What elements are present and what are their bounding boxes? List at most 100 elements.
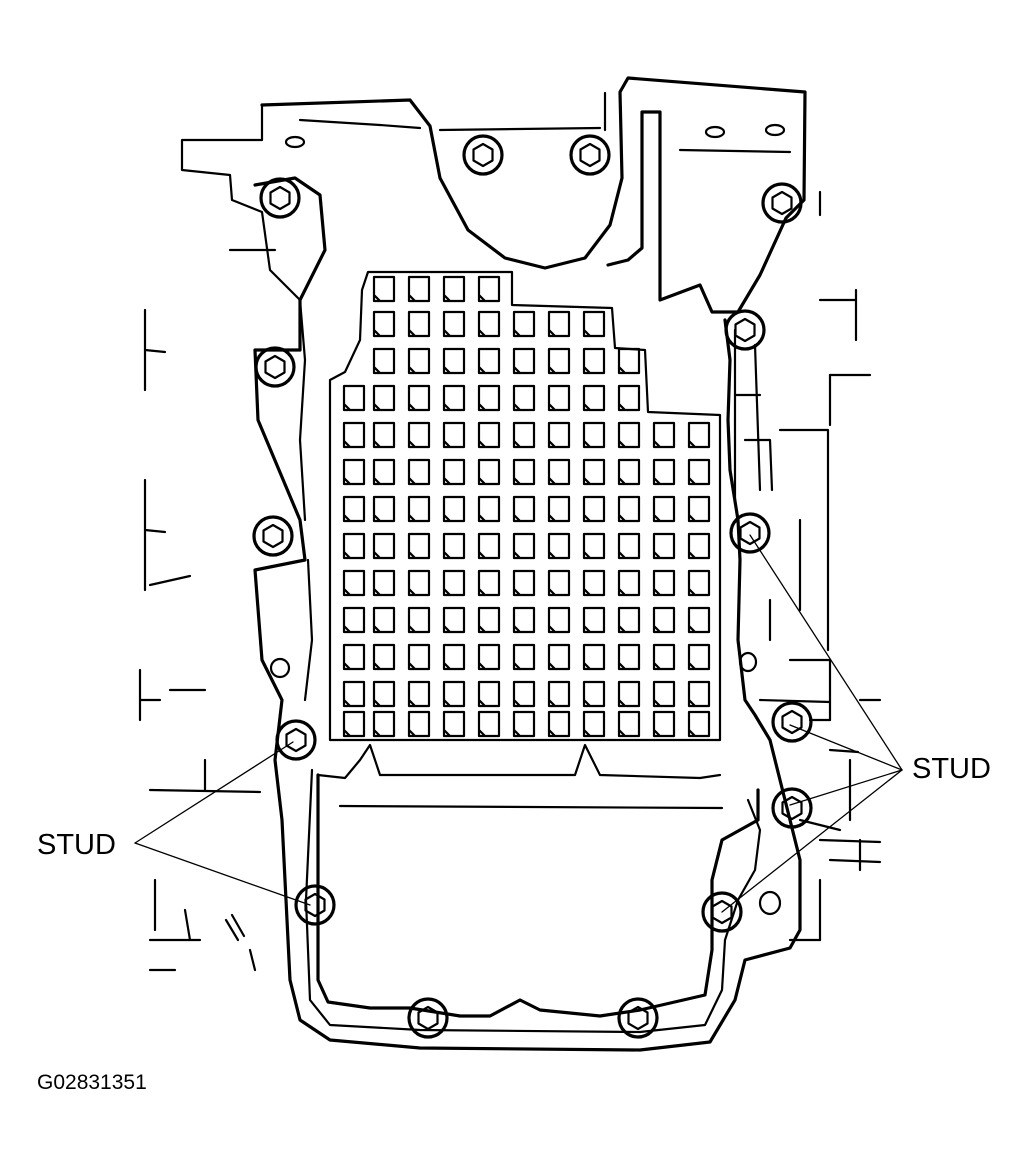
screen-cell [652, 680, 676, 708]
screen-cell [582, 606, 606, 634]
screen-cell [512, 310, 536, 338]
screen-cell [582, 310, 606, 338]
screen-cell [582, 643, 606, 671]
screen-cell [582, 532, 606, 560]
screen-cell [512, 347, 536, 375]
screen-cell [342, 710, 366, 738]
screen-cell [617, 458, 641, 486]
screen-cell [582, 421, 606, 449]
bolt [724, 309, 766, 351]
screen-cell [652, 421, 676, 449]
screen-cell [547, 710, 571, 738]
screen-cell [342, 421, 366, 449]
screen-cell [547, 495, 571, 523]
screen-cell [617, 384, 641, 412]
bolt [254, 346, 296, 388]
screen-cell [477, 310, 501, 338]
screen-cell [652, 532, 676, 560]
screen-cell [442, 710, 466, 738]
screen-cell [617, 680, 641, 708]
screen-cell [407, 532, 431, 560]
screen-cell [617, 347, 641, 375]
screen-cell [512, 384, 536, 412]
stud-leader-lines [134, 534, 903, 913]
screen-cell [372, 606, 396, 634]
screen-cell [547, 532, 571, 560]
screen-cell [582, 495, 606, 523]
screen-cell [547, 458, 571, 486]
screen-cell [407, 458, 431, 486]
screen-cell [342, 680, 366, 708]
screen-cell [477, 275, 501, 303]
sump-bowl [316, 743, 760, 1018]
screen-cell [407, 495, 431, 523]
screen-cell [442, 643, 466, 671]
screen-cell [512, 710, 536, 738]
screen-cell [652, 495, 676, 523]
screen-cell [477, 606, 501, 634]
screen-cell [687, 532, 711, 560]
figure-code: G02831351 [37, 1071, 147, 1094]
screen-cell [547, 421, 571, 449]
screen-cell [407, 569, 431, 597]
screen-cell [372, 495, 396, 523]
screen-cell [687, 495, 711, 523]
screen-cell [407, 606, 431, 634]
screen-cell [407, 384, 431, 412]
screen-cell [477, 421, 501, 449]
stud-label-right: STUD [912, 753, 991, 785]
screen-cell [372, 680, 396, 708]
screen-cell [342, 643, 366, 671]
screen-cells [342, 275, 711, 738]
screen-cell [652, 569, 676, 597]
screen-cell [477, 680, 501, 708]
screen-cell [582, 680, 606, 708]
bolt [761, 182, 803, 224]
screen-cell [617, 569, 641, 597]
screen-cell [687, 569, 711, 597]
screen-cell [687, 606, 711, 634]
screen-cell [477, 347, 501, 375]
screen-cell [617, 643, 641, 671]
screen-cell [442, 275, 466, 303]
bolt [259, 177, 301, 219]
screen-cell [582, 458, 606, 486]
bolt [569, 134, 611, 176]
screen-cell [372, 532, 396, 560]
screen-cell [342, 384, 366, 412]
screen-cell [687, 458, 711, 486]
screen-cell [652, 643, 676, 671]
bolt [729, 512, 771, 554]
screen-cell [617, 710, 641, 738]
screen-cell [407, 310, 431, 338]
screen-cell [547, 569, 571, 597]
bolt [462, 134, 504, 176]
screen-cell [407, 643, 431, 671]
screen-cell [372, 458, 396, 486]
screen-cell [477, 532, 501, 560]
screen-cell [342, 495, 366, 523]
screen-cell [407, 421, 431, 449]
screen-cell [547, 606, 571, 634]
screen-cell [407, 275, 431, 303]
screen-cell [442, 384, 466, 412]
screen-cell [512, 680, 536, 708]
screen-cell [477, 458, 501, 486]
screen-cell [372, 384, 396, 412]
screen-cell [477, 384, 501, 412]
screen-cell [477, 710, 501, 738]
screen-cell [442, 569, 466, 597]
screen-cell [652, 458, 676, 486]
screen-cell [442, 495, 466, 523]
screen-cell [652, 606, 676, 634]
screen-cell [512, 643, 536, 671]
screen-cell [407, 680, 431, 708]
screen-cell [442, 421, 466, 449]
screen-cell [442, 606, 466, 634]
screen-cell [372, 710, 396, 738]
screen-cell [342, 569, 366, 597]
screen-cell [547, 643, 571, 671]
bolt [771, 701, 813, 743]
pan-flange [253, 176, 802, 1052]
screen-cell [342, 532, 366, 560]
